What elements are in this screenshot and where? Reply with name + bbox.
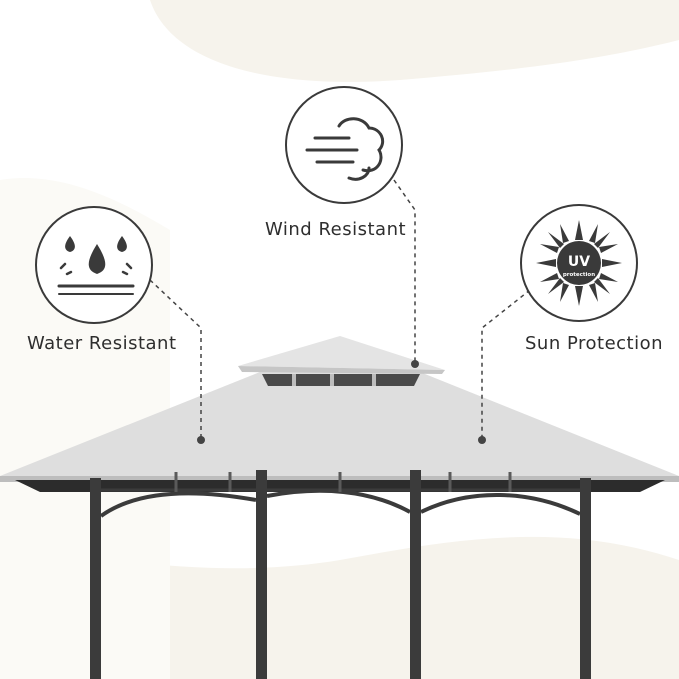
- water-drops-icon: [57, 236, 135, 295]
- gazebo-leg: [580, 478, 591, 679]
- connector-wind: [393, 179, 416, 362]
- frame-arch: [99, 491, 257, 518]
- uv-badge-subtext: protection: [563, 272, 595, 278]
- wind-feature-badge: [285, 86, 403, 204]
- canopy-top: [238, 336, 445, 370]
- sun-feature-badge: UV protection: [520, 204, 638, 322]
- water-resistant-label: Water Resistant: [27, 333, 177, 354]
- frame-post: [174, 472, 512, 492]
- gazebo-leg: [410, 470, 421, 679]
- connector-dot: [411, 360, 419, 368]
- gazebo-leg: [90, 478, 101, 679]
- canopy-main: [0, 372, 679, 476]
- uv-badge-text: UV: [568, 254, 590, 270]
- uv-sun-icon: UV protection: [536, 220, 622, 306]
- vent-post: [292, 374, 376, 386]
- connector-dot: [197, 436, 205, 444]
- wind-resistant-label: Wind Resistant: [265, 219, 407, 240]
- canopy-top-edge: [238, 366, 445, 374]
- vent-gap: [262, 374, 420, 386]
- frame-arch: [266, 488, 411, 514]
- connector-dot: [478, 436, 486, 444]
- water-feature-badge: [35, 206, 153, 324]
- gazebo-leg: [256, 470, 267, 679]
- wind-icon: [305, 117, 385, 181]
- sun-protection-label: Sun Protection: [525, 333, 664, 354]
- frame-arch: [420, 493, 581, 516]
